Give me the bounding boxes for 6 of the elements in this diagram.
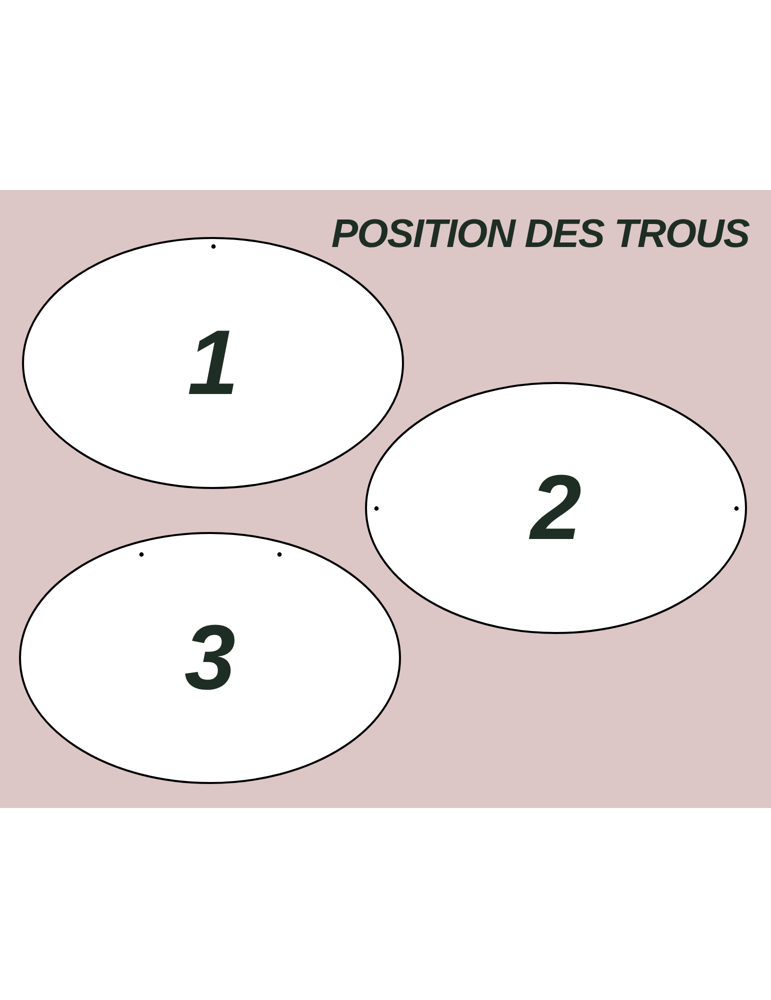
plate-number: 2 [530, 462, 582, 554]
plate-number: 3 [184, 612, 236, 704]
plate-number: 1 [187, 317, 239, 409]
heading: POSITION DES TROUS [331, 212, 749, 257]
oval-plate [19, 532, 401, 784]
oval-plate [365, 382, 747, 634]
